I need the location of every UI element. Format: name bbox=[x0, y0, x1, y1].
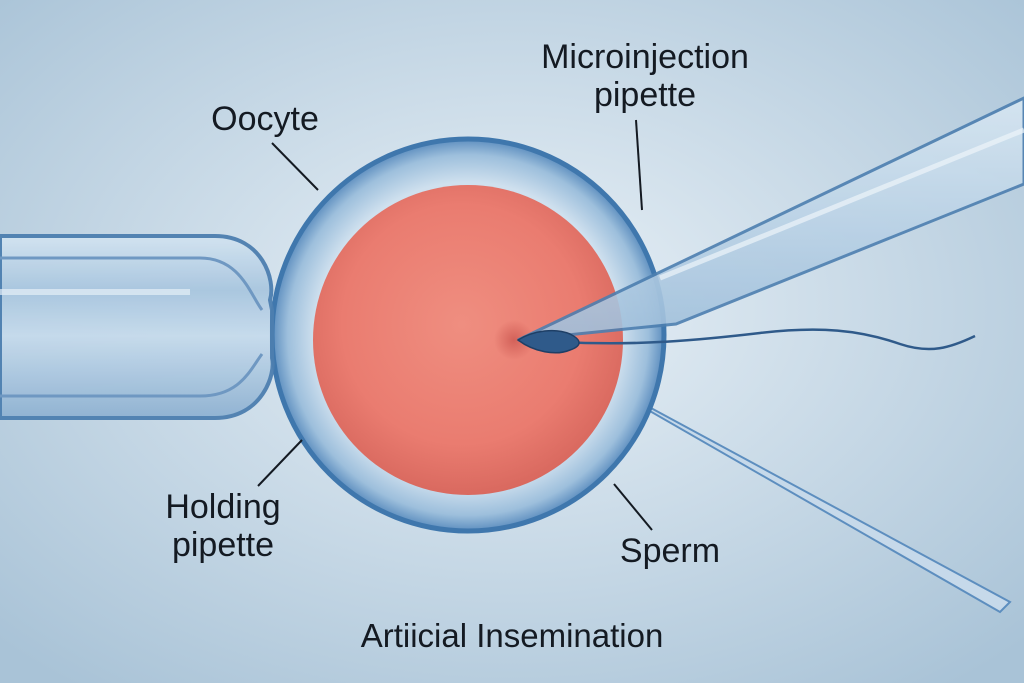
holding-pipette bbox=[0, 234, 275, 420]
label-holding-pipette: Holding pipette bbox=[165, 488, 281, 564]
microinjection-pipette-highlight bbox=[659, 127, 1024, 281]
leader-microinjection bbox=[635, 119, 643, 211]
leader-sperm bbox=[613, 483, 653, 531]
holding-pipette-lumen-bottom bbox=[0, 353, 264, 398]
diagram-caption: Artiicial Insemination bbox=[360, 617, 664, 654]
holding-pipette-lumen-top bbox=[0, 256, 264, 311]
lower-needle bbox=[539, 347, 1012, 614]
oocyte-cytoplasm bbox=[313, 185, 623, 495]
microinjection-pipette bbox=[517, 96, 1024, 342]
sperm-head bbox=[516, 329, 580, 354]
sperm-tail bbox=[559, 328, 976, 351]
injection-dimple bbox=[494, 320, 534, 360]
label-microinjection-pipette: Microinjection pipette bbox=[541, 38, 749, 114]
label-oocyte: Oocyte bbox=[211, 100, 319, 138]
leader-oocyte bbox=[271, 142, 319, 191]
label-sperm: Sperm bbox=[619, 532, 721, 570]
leader-holding bbox=[257, 439, 303, 487]
